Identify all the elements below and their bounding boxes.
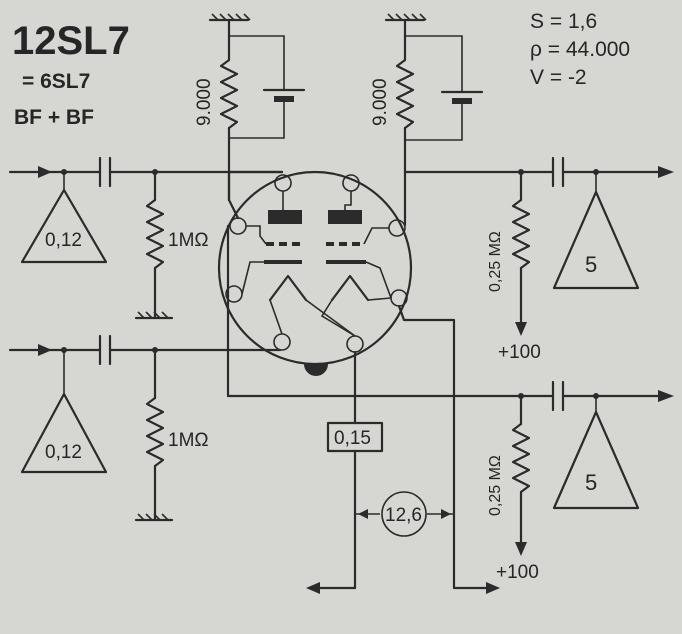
ground-plate-right (384, 13, 427, 22)
input-level-bottom-label: 0,12 (45, 442, 82, 463)
tube-envelope (217, 170, 413, 376)
heater-circuit (306, 350, 454, 594)
tube-title: 12SL7 (12, 19, 130, 63)
input-top-line (8, 156, 284, 190)
output-level-top: 5 (552, 190, 640, 290)
grid-left-wire (227, 198, 240, 220)
param-rho: ρ = 44.000 (530, 38, 630, 61)
output-top-line (403, 156, 674, 192)
param-s: S = 1,6 (530, 10, 597, 33)
heater-return-wire (397, 304, 490, 590)
input-level-top: 0,12 (20, 188, 108, 264)
param-v: V = -2 (530, 66, 587, 89)
input-level-top-label: 0,12 (45, 230, 82, 251)
input-bottom-line (8, 334, 282, 394)
output-level-bottom-label: 5 (585, 470, 597, 495)
tube-application: BF + BF (14, 106, 94, 129)
output-resistor-bottom (511, 393, 531, 556)
grid-resistor-bottom (145, 347, 165, 522)
grid-resistor-bottom-label: 1MΩ (168, 430, 209, 451)
decoupling-cap-left (229, 35, 306, 139)
output-level-bottom: 5 (552, 410, 640, 510)
decoupling-cap-right (405, 35, 484, 141)
grid-resistor-top (145, 169, 165, 320)
grid-resistor-top-label: 1MΩ (168, 230, 209, 251)
output-resistor-top-label: 0,25 MΩ (487, 231, 504, 292)
output-level-top-label: 5 (585, 252, 597, 277)
heater-current-label: 0,15 (334, 428, 371, 449)
plate-resistor-left-label: 9.000 (194, 78, 215, 126)
tube-equivalent: = 6SL7 (22, 70, 90, 93)
output-bottom-line (226, 224, 674, 412)
output-resistor-bottom-label: 0,25 MΩ (487, 455, 504, 516)
supply-bottom-label: +100 (496, 562, 539, 583)
plate-left-wire (227, 170, 284, 202)
plate-resistor-right (395, 18, 415, 227)
heater-voltage-label: 12,6 (385, 505, 422, 526)
input-level-bottom: 0,12 (20, 392, 108, 474)
supply-top-label: +100 (498, 342, 541, 363)
plate-resistor-right-label: 9.000 (370, 78, 391, 126)
output-resistor-top (511, 169, 531, 336)
ground-plate-left (208, 13, 251, 22)
